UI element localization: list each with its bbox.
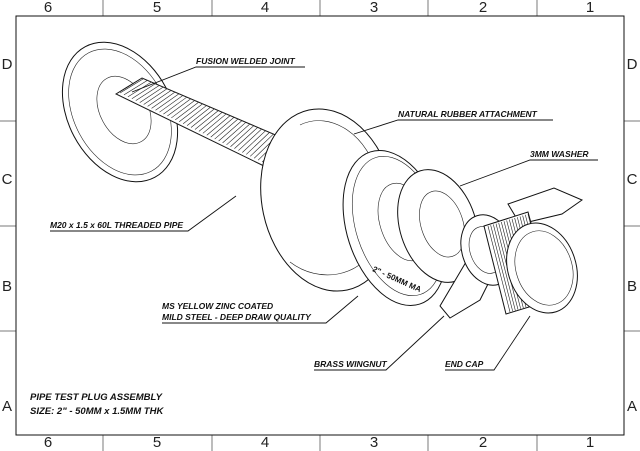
thread-line [234, 127, 258, 149]
thread-line [214, 118, 238, 140]
thread-line [163, 97, 187, 115]
thread-line [222, 122, 246, 144]
knurl-line [487, 225, 511, 313]
title-block: PIPE TEST PLUG ASSEMBLY SIZE: 2" - 50MM … [30, 392, 164, 417]
thread-line [202, 113, 227, 134]
column-label-top: 2 [479, 0, 487, 16]
callout-natural-rubber: NATURAL RUBBER ATTACHMENT [398, 109, 538, 119]
callout-threaded-pipe: M20 x 1.5 x 60L THREADED PIPE [50, 220, 183, 230]
row-label-right: B [627, 278, 637, 295]
thread-line [159, 95, 183, 113]
leader-material [162, 295, 359, 324]
thread-line [198, 112, 223, 132]
thread-line [147, 90, 171, 107]
column-label-top: 3 [370, 0, 378, 16]
row-label-left: D [2, 56, 13, 73]
knurl-line [493, 224, 516, 311]
drawing-size: SIZE: 2" - 50MM x 1.5MM THK [30, 406, 164, 417]
leader-rubber [353, 119, 553, 135]
thread-line [167, 98, 191, 117]
thread-line [194, 110, 219, 130]
thread-line [226, 124, 250, 146]
leader-threaded-pipe [50, 195, 237, 232]
leader-fusion-joint [131, 66, 305, 93]
thread-line [230, 125, 254, 147]
row-label-right: A [627, 398, 637, 415]
thread-line [123, 80, 148, 96]
thread-line [119, 78, 144, 94]
thread-line [182, 105, 207, 124]
callout-material-line1: MS YELLOW ZINC COATED [162, 301, 273, 311]
thread-line [246, 132, 270, 155]
leader-wingnut [314, 315, 445, 371]
assembly-drawing: 2" - 50MM MA [61, 41, 584, 319]
thread-line [155, 93, 179, 111]
leader-end-cap [445, 315, 531, 371]
thread-line [151, 92, 175, 109]
callout-fusion-welded-joint: FUSION WELDED JOINT [196, 56, 296, 66]
callout-end-cap: END CAP [445, 359, 484, 369]
column-label-bottom: 2 [479, 434, 487, 451]
threaded-pipe [114, 77, 293, 167]
callout-material-line2: MILD STEEL - DEEP DRAW QUALITY [162, 312, 312, 322]
callouts: FUSION WELDED JOINT NATURAL RUBBER ATTAC… [50, 56, 598, 371]
column-label-top: 1 [586, 0, 594, 16]
thread-line [190, 108, 215, 128]
thread-line [131, 83, 155, 100]
knurl-line [490, 225, 513, 312]
thread-line [210, 117, 234, 138]
row-label-right: C [627, 171, 638, 188]
column-label-bottom: 5 [153, 434, 161, 451]
leader-washer [459, 159, 598, 187]
thread-line [238, 129, 262, 151]
thread-line [218, 120, 242, 142]
thread-line [186, 107, 211, 126]
thread-line [143, 88, 167, 105]
callout-washer: 3MM WASHER [530, 149, 589, 159]
end-cap [483, 211, 578, 315]
thread-line [250, 134, 274, 157]
column-label-bottom: 4 [261, 434, 269, 451]
callout-brass-wingnut: BRASS WINGNUT [314, 359, 388, 369]
thread-line [242, 130, 266, 153]
column-label-bottom: 6 [44, 434, 52, 451]
thread-line [206, 115, 231, 136]
thread-line [175, 102, 199, 121]
thread-line [139, 87, 163, 103]
drawing-title: PIPE TEST PLUG ASSEMBLY [30, 392, 164, 403]
thread-line [171, 100, 195, 119]
column-label-bottom: 1 [586, 434, 594, 451]
thread-line [179, 103, 203, 123]
row-label-left: C [2, 171, 13, 188]
column-label-top: 4 [261, 0, 269, 16]
column-label-bottom: 3 [370, 434, 378, 451]
row-label-left: B [2, 278, 12, 295]
row-label-right: D [627, 56, 638, 73]
thread-line [135, 85, 159, 101]
row-label-left: A [2, 398, 12, 415]
column-label-top: 5 [153, 0, 161, 16]
column-label-top: 6 [44, 0, 52, 16]
